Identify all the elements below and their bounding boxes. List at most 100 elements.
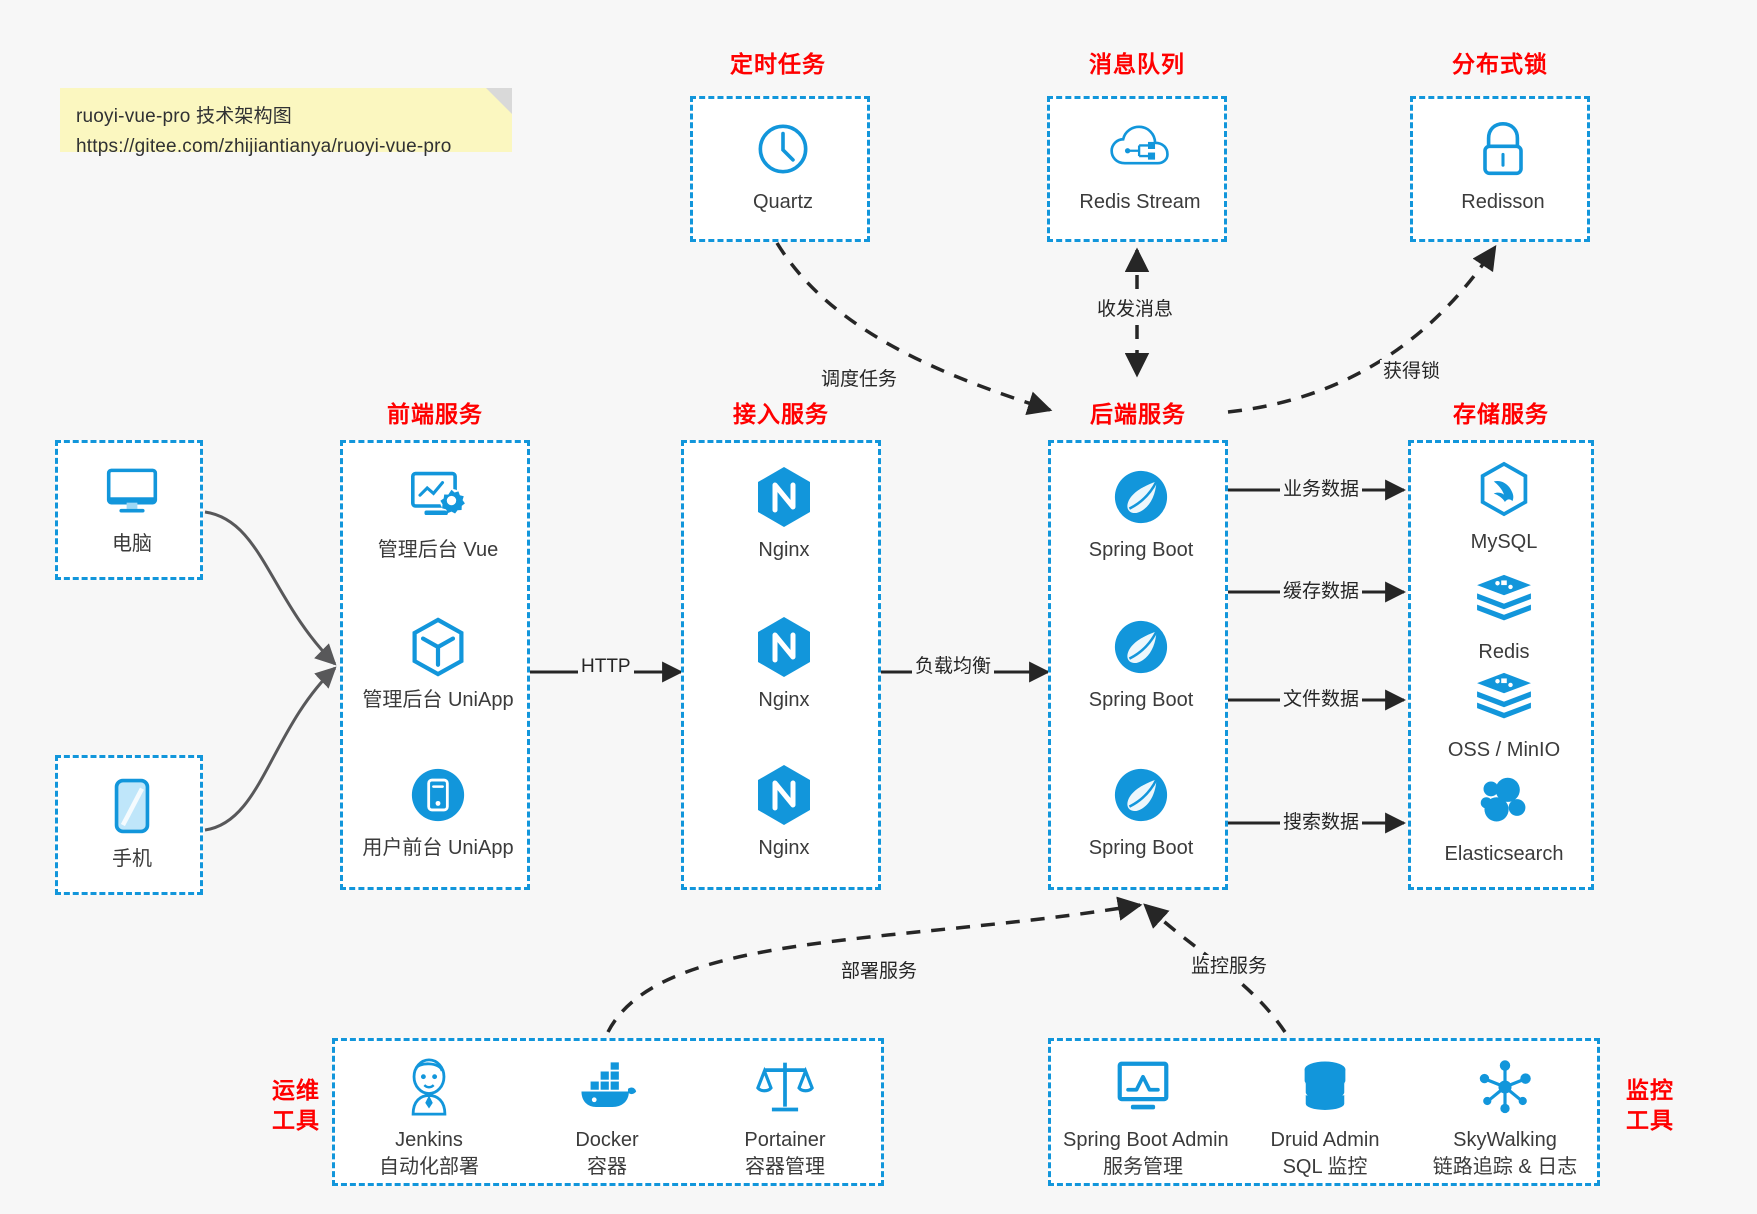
node-label: Nginx xyxy=(758,539,810,561)
edge-label-search-data: 搜索数据 xyxy=(1280,811,1363,835)
spring-boot-icon xyxy=(1061,465,1221,529)
node-label: 用户前台 UniApp xyxy=(362,837,514,859)
node-label: 管理后台 UniApp xyxy=(362,689,514,711)
node-label: Nginx xyxy=(758,837,810,859)
node-redisson[interactable]: Redisson xyxy=(1423,117,1583,216)
node-sublabel: 自动化部署 xyxy=(379,1156,479,1178)
edge-label-cache-data: 缓存数据 xyxy=(1280,580,1363,604)
node-label: Elasticsearch xyxy=(1444,843,1564,865)
scales-icon xyxy=(705,1055,865,1119)
nginx-icon xyxy=(704,615,864,679)
note-title: ruoyi-vue-pro 技术架构图 xyxy=(76,106,293,127)
device-phone-box[interactable]: 手机 xyxy=(55,755,203,895)
edge-label-file-data: 文件数据 xyxy=(1280,688,1363,712)
node-label: 手机 xyxy=(112,848,152,870)
group-devops-tools: Jenkins 自动化部署 Docker 容器 xyxy=(332,1038,884,1186)
node-user-uniapp[interactable]: 用户前台 UniApp xyxy=(358,763,518,862)
group-message-queue: Redis Stream xyxy=(1047,96,1227,242)
edge-label-schedule-task: 调度任务 xyxy=(818,368,901,392)
group-gateway-services: Nginx Nginx Nginx xyxy=(681,440,881,890)
clock-icon xyxy=(703,117,863,181)
edge-label-monitor-service: 监控服务 xyxy=(1188,955,1271,979)
node-redis-stream[interactable]: Redis Stream xyxy=(1060,117,1220,216)
node-sublabel: 容器管理 xyxy=(745,1156,825,1178)
devops-title-line1: 运维 xyxy=(272,1077,320,1103)
node-spring-boot-admin[interactable]: Spring Boot Admin 服务管理 xyxy=(1063,1055,1229,1181)
jenkins-butler-icon xyxy=(349,1055,509,1119)
node-skywalking[interactable]: SkyWalking 链路追踪 & 日志 xyxy=(1425,1055,1585,1181)
group-title-storage: 存储服务 xyxy=(1453,401,1549,427)
edge-label-send-receive-message: 收发消息 xyxy=(1094,298,1177,322)
node-label: Quartz xyxy=(752,191,814,213)
node-spring-boot-2[interactable]: Spring Boot xyxy=(1061,615,1221,714)
node-druid-admin[interactable]: Druid Admin SQL 监控 xyxy=(1245,1055,1405,1181)
redis-stack-icon xyxy=(1424,665,1584,729)
diagram-note: ruoyi-vue-pro 技术架构图 https://gitee.com/zh… xyxy=(60,88,512,157)
node-computer: 电脑 xyxy=(52,459,212,558)
desktop-monitor-icon xyxy=(52,459,212,523)
node-spring-boot-3[interactable]: Spring Boot xyxy=(1061,763,1221,862)
database-icon xyxy=(1245,1055,1405,1119)
node-label: Druid Admin xyxy=(1270,1129,1380,1151)
group-title-backend: 后端服务 xyxy=(1090,401,1186,427)
node-label: Spring Boot xyxy=(1088,689,1194,711)
node-label: MySQL xyxy=(1470,531,1538,553)
edge-label-business-data: 业务数据 xyxy=(1280,478,1363,502)
cloud-stream-icon xyxy=(1060,117,1220,181)
node-mysql[interactable]: MySQL xyxy=(1424,457,1584,556)
phone-circle-icon xyxy=(358,763,518,827)
cube-icon xyxy=(358,615,518,679)
node-label: Portainer xyxy=(744,1129,826,1151)
nginx-icon xyxy=(704,465,864,529)
node-nginx-1[interactable]: Nginx xyxy=(704,465,864,564)
edge-label-http: HTTP xyxy=(578,655,634,679)
node-label: Docker xyxy=(575,1129,639,1151)
padlock-icon xyxy=(1423,117,1583,181)
elasticsearch-icon xyxy=(1424,769,1584,833)
group-monitoring-tools: Spring Boot Admin 服务管理 Druid Admin SQL 监… xyxy=(1048,1038,1600,1186)
node-label: 管理后台 Vue xyxy=(377,539,499,561)
node-jenkins[interactable]: Jenkins 自动化部署 xyxy=(349,1055,509,1181)
mysql-dolphin-icon xyxy=(1424,457,1584,521)
group-title-gateway: 接入服务 xyxy=(733,401,829,427)
nginx-icon xyxy=(704,763,864,827)
node-docker[interactable]: Docker 容器 xyxy=(527,1055,687,1181)
node-admin-uniapp[interactable]: 管理后台 UniApp xyxy=(358,615,518,714)
edge-label-load-balance: 负载均衡 xyxy=(912,655,995,679)
node-label: Nginx xyxy=(758,689,810,711)
device-computer-box[interactable]: 电脑 xyxy=(55,440,203,580)
spring-boot-icon xyxy=(1061,763,1221,827)
node-sublabel: SQL 监控 xyxy=(1282,1156,1368,1178)
monitor-chart-icon xyxy=(1063,1055,1223,1119)
mobile-phone-icon xyxy=(52,774,212,838)
node-redis[interactable]: Redis xyxy=(1424,567,1584,666)
node-spring-boot-1[interactable]: Spring Boot xyxy=(1061,465,1221,564)
node-label: OSS / MinIO xyxy=(1447,739,1561,761)
devops-title-line2: 工具 xyxy=(272,1107,320,1133)
group-title-devops: 运维 工具 xyxy=(258,1075,334,1135)
node-elasticsearch[interactable]: Elasticsearch xyxy=(1424,769,1584,868)
redis-stack-icon xyxy=(1424,567,1584,631)
node-label: Redis xyxy=(1478,641,1530,663)
group-distributed-lock: Redisson xyxy=(1410,96,1590,242)
node-admin-vue[interactable]: 管理后台 Vue xyxy=(358,465,518,564)
node-label: Spring Boot Admin xyxy=(1063,1129,1229,1151)
node-portainer[interactable]: Portainer 容器管理 xyxy=(705,1055,865,1181)
group-title-lock: 分布式锁 xyxy=(1452,51,1548,77)
group-title-scheduler: 定时任务 xyxy=(730,51,826,77)
node-oss-minio[interactable]: OSS / MinIO xyxy=(1424,665,1584,764)
node-label: 电脑 xyxy=(112,533,152,555)
node-quartz[interactable]: Quartz xyxy=(703,117,863,216)
edge-label-deploy-service: 部署服务 xyxy=(838,960,921,984)
node-nginx-2[interactable]: Nginx xyxy=(704,615,864,714)
group-scheduler: Quartz xyxy=(690,96,870,242)
network-nodes-icon xyxy=(1425,1055,1585,1119)
node-label: Jenkins xyxy=(395,1129,463,1151)
node-label: Spring Boot xyxy=(1088,837,1194,859)
node-label: Spring Boot xyxy=(1088,539,1194,561)
group-backend-services: Spring Boot Spring Boot Spring Boot xyxy=(1048,440,1228,890)
node-label: SkyWalking xyxy=(1453,1129,1557,1151)
node-nginx-3[interactable]: Nginx xyxy=(704,763,864,862)
monitoring-title-line1: 监控 xyxy=(1626,1077,1674,1103)
